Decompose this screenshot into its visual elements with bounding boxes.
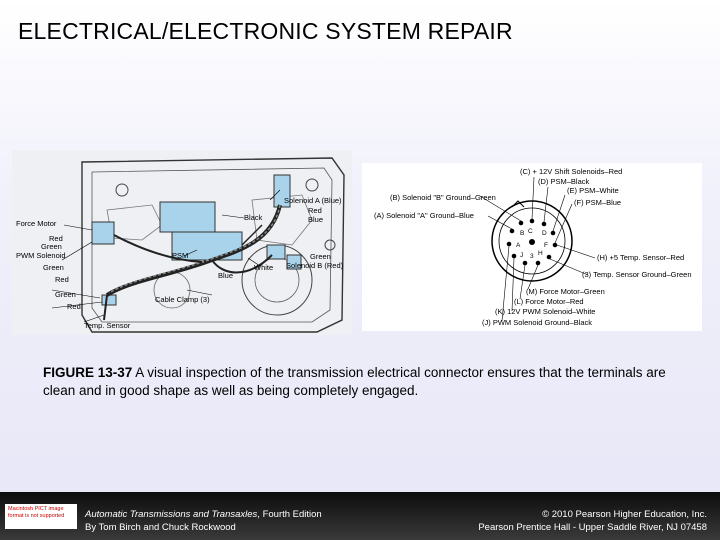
label-blue: Blue bbox=[308, 215, 323, 224]
pin-label-l: (L) Force Motor–Red bbox=[514, 297, 584, 306]
label-red: Red bbox=[308, 206, 322, 215]
book-authors: By Tom Birch and Chuck Rockwood bbox=[85, 522, 236, 533]
svg-text:F: F bbox=[544, 242, 548, 249]
label-red: Red bbox=[55, 275, 69, 284]
book-title: Automatic Transmissions and Transaxles bbox=[85, 509, 258, 520]
pin-label-m: (M) Force Motor–Green bbox=[526, 287, 605, 296]
pin-label-k: (K) 12V PWM Solenoid–White bbox=[495, 307, 595, 316]
pin-label-f: (F) PSM–Blue bbox=[574, 198, 621, 207]
slide-title: ELECTRICAL/ELECTRONIC SYSTEM REPAIR bbox=[18, 18, 513, 44]
svg-text:B: B bbox=[520, 230, 524, 237]
label-green: Green bbox=[41, 242, 62, 251]
label-solenoid-b: Solenoid B (Red) bbox=[286, 261, 344, 270]
svg-text:A: A bbox=[516, 242, 521, 249]
harness-drawing: Force Motor Red Green PWM Solenoid Green… bbox=[16, 157, 345, 333]
label-white: White bbox=[254, 263, 273, 272]
label-green: Green bbox=[55, 290, 76, 299]
book-title-line: Automatic Transmissions and Transaxles, … bbox=[85, 509, 322, 520]
label-psm: PSM bbox=[172, 251, 188, 260]
book-edition: , Fourth Edition bbox=[257, 509, 322, 520]
pin-label-d: (D) PSM–Black bbox=[538, 177, 590, 186]
label-red: Red bbox=[49, 234, 63, 243]
pin-label-3: (3) Temp. Sensor Ground–Green bbox=[582, 270, 692, 279]
label-green: Green bbox=[43, 263, 64, 272]
figure-number: FIGURE 13-37 bbox=[43, 365, 133, 380]
label-pwm-solenoid: PWM Solenoid bbox=[16, 251, 66, 260]
publisher-logo-placeholder: Macintosh PICT image format is not suppo… bbox=[5, 504, 77, 529]
pin-label-j: (J) PWM Solenoid Ground–Black bbox=[482, 318, 592, 327]
label-temp-sensor: Temp. Sensor bbox=[84, 321, 131, 330]
label-black: Black bbox=[244, 213, 263, 222]
figure-caption: FIGURE 13-37 A visual inspection of the … bbox=[43, 364, 683, 400]
label-blue: Blue bbox=[218, 271, 233, 280]
svg-text:D: D bbox=[542, 230, 547, 237]
pin-label-b: (B) Solenoid "B" Ground–Green bbox=[390, 193, 496, 202]
svg-text:J: J bbox=[520, 252, 523, 259]
caption-text: A visual inspection of the transmission … bbox=[43, 365, 666, 398]
pin-label-h: (H) +5 Temp. Sensor–Red bbox=[597, 253, 684, 262]
pin-label-a: (A) Solenoid "A" Ground–Blue bbox=[374, 211, 474, 220]
slide-footer: Macintosh PICT image format is not suppo… bbox=[0, 492, 720, 540]
harness-illustration: Force Motor Red Green PWM Solenoid Green… bbox=[12, 150, 352, 335]
publisher-address: Pearson Prentice Hall - Upper Saddle Riv… bbox=[478, 522, 707, 533]
pin-label-c: (C) + 12V Shift Solenoids–Red bbox=[520, 167, 622, 176]
label-force-motor: Force Motor bbox=[16, 219, 57, 228]
label-cable-clamp: Cable Clamp (3) bbox=[155, 295, 210, 304]
pin-label-e: (E) PSM–White bbox=[567, 186, 619, 195]
svg-text:H: H bbox=[538, 250, 543, 257]
copyright-notice: © 2010 Pearson Higher Education, Inc. bbox=[542, 509, 707, 520]
svg-text:C: C bbox=[528, 228, 533, 235]
label-solenoid-a: Solenoid A (Blue) bbox=[284, 196, 342, 205]
label-red: Red bbox=[67, 302, 81, 311]
label-green: Green bbox=[310, 252, 331, 261]
svg-text:3: 3 bbox=[530, 253, 534, 260]
